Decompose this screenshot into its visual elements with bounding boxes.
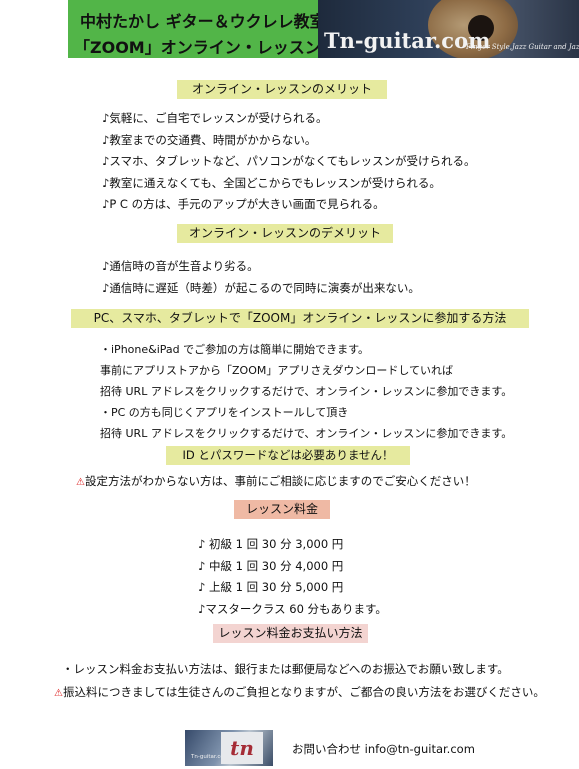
- howto-section-title: PC、スマホ、タブレットで「ZOOM」オンライン・レッスンに参加する方法: [71, 309, 529, 328]
- list-item: ・iPhone&iPad でご参加の方は簡単に開始できます。: [100, 343, 370, 356]
- list-item: ♪通信時の音が生音より劣る。: [102, 259, 259, 273]
- contact-info: お問い合わせ info@tn-guitar.com: [292, 742, 475, 756]
- list-item: ♪通信時に遅延（時差）が起こるので同時に演奏が出来ない。: [102, 280, 420, 295]
- footer-logo-small-text: Tn-guitar.com: [191, 754, 230, 760]
- no-password-highlight: ID とパスワードなどは必要ありません！: [166, 446, 410, 465]
- list-item: ♪スマホ、タブレットなど、パソコンがなくてもレッスンが受けられる。: [102, 154, 476, 168]
- header-banner: Tn-guitar.com Finger Style,Jazz Guitar a…: [318, 0, 579, 58]
- brand-tagline: Finger Style,Jazz Guitar and Jazz Ukulel…: [466, 43, 579, 51]
- list-item: 招待 URL アドレスをクリックするだけで、オンライン・レッスンに参加できます。: [100, 385, 513, 398]
- list-item: ♪教室に通えなくても、全国どこからでもレッスンが受けられる。: [102, 175, 441, 190]
- payment-line2: ⚠振込料につきましては生徒さんのご負担となりますが、ご都合の良い方法をお選びくだ…: [54, 684, 545, 700]
- list-item: ♪ 上級 1 回 30 分 5,000 円: [198, 580, 344, 594]
- merit-section-title: オンライン・レッスンのメリット: [177, 80, 387, 99]
- payment-line2-text: 振込料につきましては生徒さんのご負担となりますが、ご都合の良い方法をお選びくださ…: [62, 685, 545, 699]
- header-title-block: 中村たかし ギター＆ウクレレ教室 「ZOOM」オンライン・レッスン: [68, 0, 326, 58]
- howto-list: ・iPhone&iPad でご参加の方は簡単に開始できます。 事前にアプリストア…: [100, 339, 512, 444]
- header-title-line1: 中村たかし ギター＆ウクレレ教室: [80, 12, 326, 31]
- header-title-line2: 「ZOOM」オンライン・レッスン: [74, 38, 321, 57]
- fee-list: ♪ 初級 1 回 30 分 3,000 円 ♪ 中級 1 回 30 分 4,00…: [198, 534, 387, 620]
- list-item: ♪教室までの交通費、時間がかからない。: [102, 132, 317, 147]
- warning-icon: ⚠: [54, 688, 63, 699]
- list-item: ♪マスタークラス 60 分もあります。: [198, 601, 387, 616]
- fee-section-title: レッスン料金: [234, 500, 330, 519]
- merit-list: ♪気軽に、ご自宅でレッスンが受けられる。 ♪教室までの交通費、時間がかからない。…: [102, 108, 476, 216]
- setup-warning-text: 設定方法がわからない方は、事前にご相談に応じますのでご安心ください！: [84, 474, 476, 488]
- list-item: ♪気軽に、ご自宅でレッスンが受けられる。: [102, 111, 328, 125]
- list-item: 事前にアプリストアから「ZOOM」アプリさえダウンロードしていれば: [100, 364, 454, 377]
- footer-logo-image: Tn-guitar.com tn: [185, 730, 273, 766]
- brand-logo-text: Tn-guitar.com: [324, 28, 491, 53]
- demerit-section-title: オンライン・レッスンのデメリット: [177, 224, 393, 243]
- setup-warning: ⚠設定方法がわからない方は、事前にご相談に応じますのでご安心ください！: [76, 473, 476, 489]
- list-item: ♪ 初級 1 回 30 分 3,000 円: [198, 537, 344, 551]
- warning-icon: ⚠: [76, 477, 85, 488]
- list-item: ・PC の方も同じくアプリをインストールして頂き: [100, 406, 349, 419]
- tn-logo: tn: [221, 732, 263, 764]
- demerit-list: ♪通信時の音が生音より劣る。 ♪通信時に遅延（時差）が起こるので同時に演奏が出来…: [102, 256, 420, 299]
- payment-section-title: レッスン料金お支払い方法: [213, 624, 368, 643]
- payment-line1: ・レッスン料金お支払い方法は、銀行または郵便局などへのお振込でお願い致します。: [62, 662, 509, 676]
- guitar-soundhole: [468, 15, 494, 41]
- list-item: ♪ 中級 1 回 30 分 4,000 円: [198, 558, 344, 573]
- list-item: ♪P C の方は、手元のアップが大きい画面で見られる。: [102, 197, 385, 211]
- list-item: 招待 URL アドレスをクリックするだけで、オンライン・レッスンに参加できます。: [100, 427, 513, 440]
